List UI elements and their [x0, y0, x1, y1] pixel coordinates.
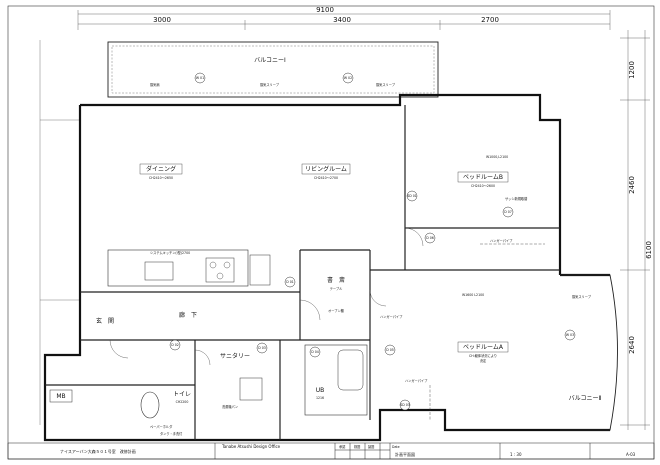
- hanger-pipe-label-2: ハンガーパイプ: [405, 378, 428, 383]
- exterior-walls: [43, 93, 610, 442]
- toilet-label: トイレ: [173, 391, 191, 398]
- tag-d03: D 03: [258, 346, 266, 350]
- sleeve-label-1: 換気スリーブ: [260, 82, 280, 87]
- washing-machine-pan: [239, 377, 263, 401]
- right-dimension-total: 6100: [645, 241, 653, 259]
- door-swings: [109, 227, 424, 366]
- top-dimensions: [77, 10, 611, 30]
- tag-d01: D 01: [286, 280, 294, 284]
- title-block: [7, 442, 655, 460]
- top-dimension-2: 3400: [333, 16, 351, 24]
- toilet-ceiling-height: CH2200: [176, 400, 189, 404]
- tag-d07: D 07: [504, 210, 512, 214]
- fixture-tags: W 01 W 02 W 03 D 01 D 02 D 03 D 04 D 05 …: [169, 72, 576, 411]
- tank-label: タンク・手洗付: [160, 431, 183, 436]
- right-dimensions: [620, 30, 650, 430]
- tag-d02: D 02: [171, 343, 179, 347]
- refrigerator: [249, 254, 271, 286]
- tag-d04: D 04: [311, 350, 319, 354]
- right-dimension-1: 1200: [628, 61, 636, 79]
- right-dimension-2: 2460: [628, 176, 636, 194]
- corridor-label: 廊 下: [179, 311, 197, 319]
- door-dims-label: W1600 L2100: [462, 293, 484, 297]
- bathtub: [337, 349, 364, 391]
- balcony-1-label: バルコニーⅠ: [254, 57, 286, 64]
- sash-note-label: サッシ新規取替: [505, 196, 528, 201]
- title-scale: 1 : 30: [510, 452, 522, 457]
- top-dimension-3: 2700: [481, 16, 499, 24]
- title-office: Tanabe Atsushi Design Office: [221, 444, 281, 449]
- open-shelf-label: オープン棚: [328, 308, 344, 313]
- study-label: 書 斎: [327, 276, 345, 284]
- title-draft-header: 製図: [368, 444, 374, 449]
- exhaust-fan-label: 換気扇: [150, 82, 160, 87]
- ub-size-label: 1216: [316, 396, 324, 400]
- toilet-bowl: [140, 391, 160, 419]
- hanger-pipe-label-3: ハンガーパイプ: [380, 314, 403, 319]
- balcony-2-label: バルコニーⅡ: [569, 395, 602, 402]
- bedroom-b-label: ベッドルームB: [463, 174, 503, 181]
- table-label: テーブル: [330, 286, 343, 291]
- title-project: ナイスアーバン大森５０１号室 改修計画: [60, 448, 136, 454]
- sleeve-label-2: 換気スリーブ: [376, 82, 396, 87]
- title-sheet-number: A-03: [626, 452, 636, 457]
- dining-label: ダイニング: [146, 165, 176, 173]
- tag-w02: W 02: [344, 76, 352, 80]
- bedroom-a-label: ベッドルームA: [463, 344, 504, 351]
- sleeve-label-right: 換気スリーブ: [572, 294, 592, 299]
- top-dimension-1: 3000: [153, 16, 171, 24]
- tag-sd03: SD 03: [400, 403, 410, 407]
- tag-w01: W 01: [196, 76, 204, 80]
- bedroom-b-ceiling-height: CH2410〜2600: [471, 184, 495, 188]
- balcony-2-outline: [560, 274, 618, 431]
- tag-w03: W 03: [566, 333, 574, 337]
- dining-ceiling-height: CH2410〜2650: [149, 176, 173, 180]
- living-label: リビングルーム: [305, 165, 347, 173]
- tag-sd01: SD 01: [407, 194, 417, 198]
- tag-d06: D 06: [426, 236, 434, 240]
- dimension-note-label: W1000,L2100: [486, 155, 508, 159]
- bedroom-a-note-2: 決定: [480, 358, 487, 363]
- title-date-header: Date: [392, 445, 400, 449]
- title-drawing-name: 計画平面図: [395, 451, 415, 457]
- title-approval-header: 承認: [339, 444, 346, 449]
- mb-label: MB: [56, 393, 65, 400]
- system-kitchen-label: システムキッチン(I型)2700: [150, 250, 190, 255]
- ub-label: UB: [316, 387, 325, 394]
- title-check-header: 検図: [354, 444, 360, 449]
- kitchen-sink: [144, 261, 174, 281]
- hanger-pipe-label-1: ハンガーパイプ: [490, 238, 513, 243]
- sheet-border: [7, 5, 655, 460]
- living-ceiling-height: CH2410〜2700: [314, 176, 338, 180]
- balcony-1-outline: [107, 41, 439, 98]
- paper-holder-label: ペーパーホルダ: [150, 424, 173, 429]
- bedroom-a-note-1: CH:躯体状況により: [469, 353, 497, 358]
- cooktop: [205, 257, 235, 283]
- kitchen-counter: [107, 249, 249, 287]
- sanitary-label: サニタリー: [220, 352, 250, 360]
- interior-walls: [45, 105, 560, 440]
- unit-bath: [304, 344, 368, 416]
- washing-machine-label: 洗濯機パン: [222, 404, 238, 409]
- overall-width-dimension: 9100: [316, 6, 334, 14]
- tag-d05: D 05: [386, 348, 394, 352]
- entrance-label: 玄 関: [96, 317, 114, 325]
- right-dimension-3: 2640: [628, 336, 636, 354]
